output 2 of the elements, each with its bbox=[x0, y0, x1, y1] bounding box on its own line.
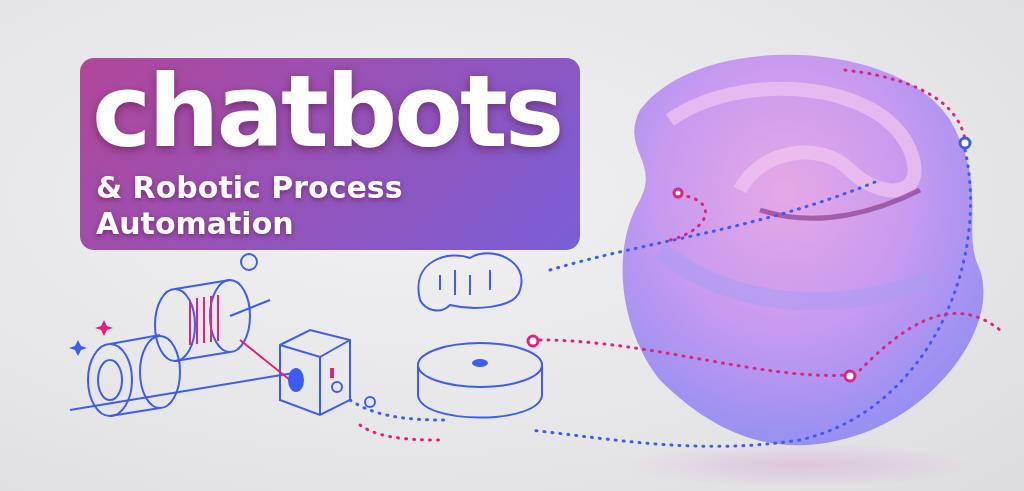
headline: chatbots bbox=[92, 62, 562, 162]
subheadline: & Robotic Process Automation bbox=[96, 170, 404, 242]
